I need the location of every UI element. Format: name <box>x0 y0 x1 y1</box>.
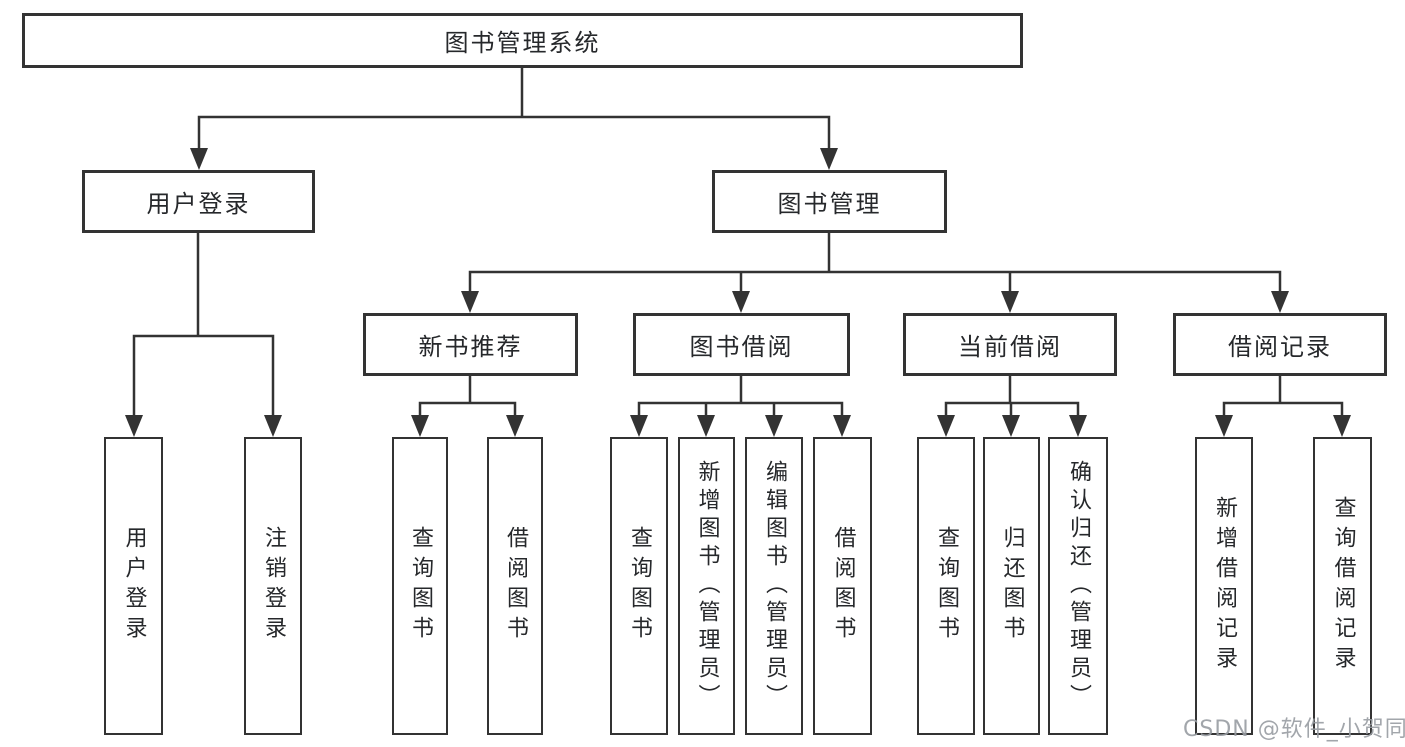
leaf-logout: 注销登录 <box>244 437 302 735</box>
node-book-borrowing: 图书借阅 <box>633 313 850 376</box>
leaf-query-book-borrowing: 查询图书 <box>610 437 668 735</box>
csdn-watermark: CSDN @软件_小贺同学 <box>1183 717 1405 742</box>
node-current-borrowing: 当前借阅 <box>903 313 1117 376</box>
node-borrow-records: 借阅记录 <box>1173 313 1387 376</box>
leaf-borrow-book: 借阅图书 <box>813 437 872 735</box>
node-user-login: 用户登录 <box>82 170 315 233</box>
leaf-borrow-book-recommend: 借阅图书 <box>487 437 543 735</box>
leaf-add-book-admin: 新增图书（管理员） <box>678 437 735 735</box>
node-book-management: 图书管理 <box>712 170 947 233</box>
leaf-confirm-return-admin: 确认归还（管理员） <box>1048 437 1108 735</box>
node-new-book-recommend: 新书推荐 <box>363 313 578 376</box>
node-library-system: 图书管理系统 <box>22 13 1023 68</box>
leaf-edit-book-admin: 编辑图书（管理员） <box>745 437 803 735</box>
leaf-query-borrow-record: 查询借阅记录 <box>1313 437 1372 735</box>
leaf-return-book: 归还图书 <box>983 437 1040 735</box>
leaf-add-borrow-record: 新增借阅记录 <box>1195 437 1253 735</box>
leaf-user-login: 用户登录 <box>104 437 163 735</box>
leaf-query-book-current: 查询图书 <box>917 437 975 735</box>
leaf-query-book-recommend: 查询图书 <box>392 437 448 735</box>
arrowheads <box>125 148 1351 437</box>
